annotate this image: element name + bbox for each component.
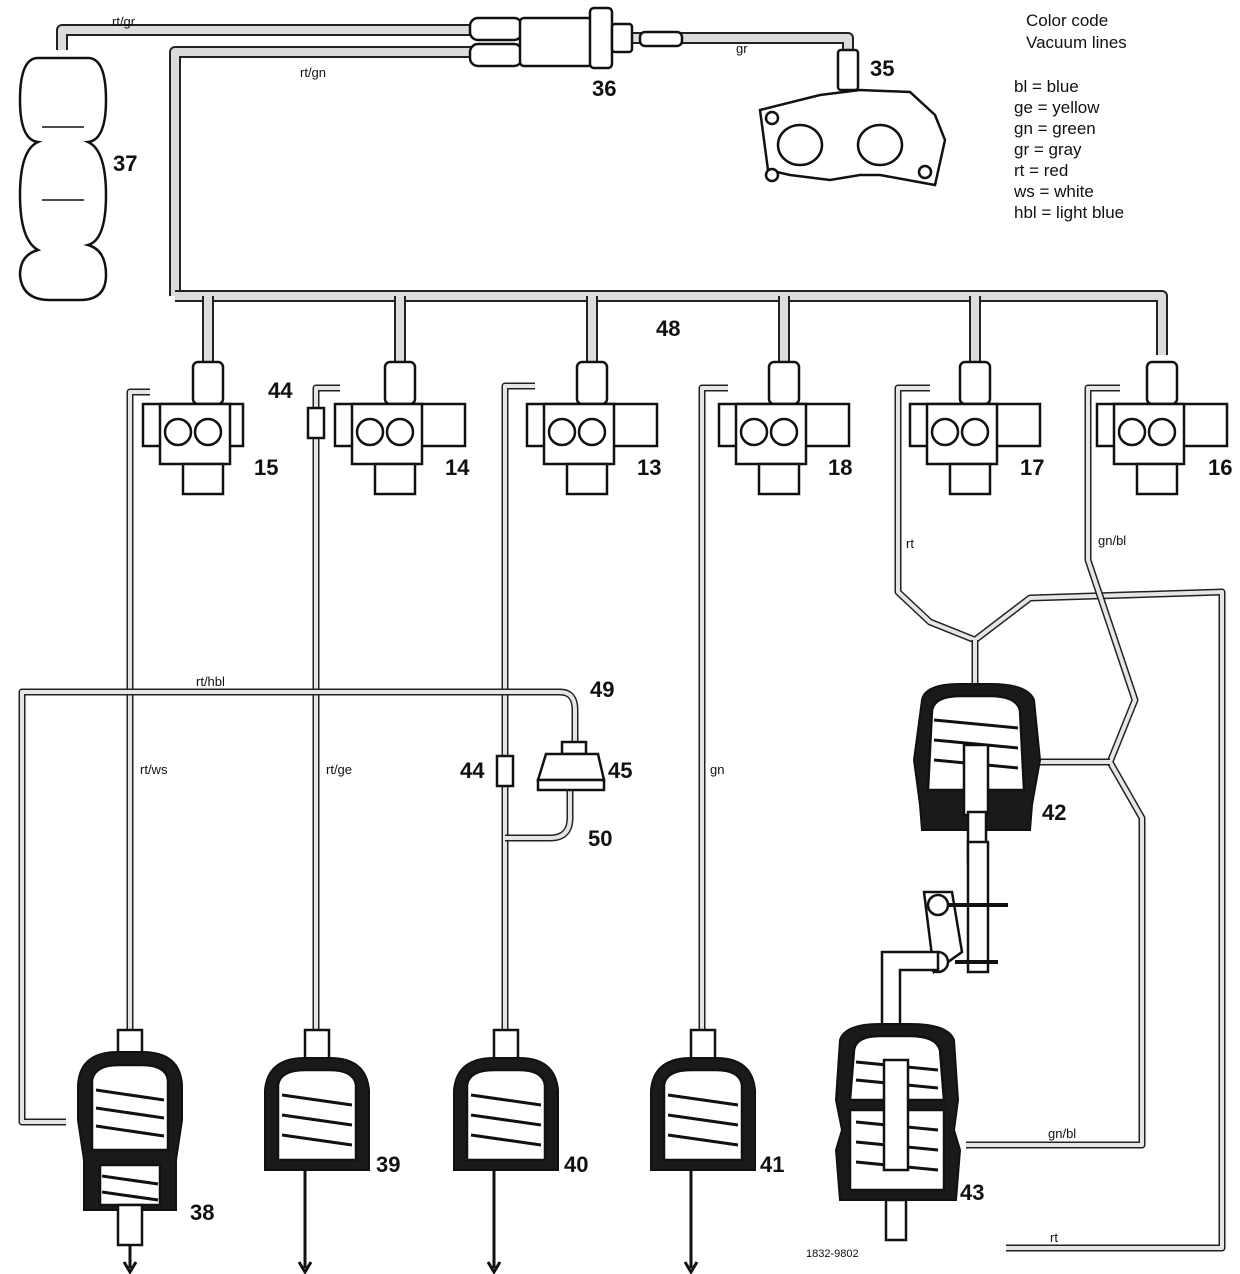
legend-entry-ws: ws = white: [1013, 182, 1094, 201]
restrictor-upper: [306, 406, 326, 440]
label-17: 17: [1020, 455, 1044, 480]
label-38: 38: [190, 1200, 214, 1225]
label-44-upper: 44: [268, 378, 293, 403]
label-15: 15: [254, 455, 278, 480]
label-35: 35: [870, 56, 894, 81]
label-36: 36: [592, 76, 616, 101]
color-code-legend: Color code Vacuum lines bl = blue ge = y…: [1013, 11, 1127, 222]
label-44-lower: 44: [460, 758, 485, 783]
label-50: 50: [588, 826, 612, 851]
line-label-rt-ge: rt/ge: [326, 762, 352, 777]
label-49: 49: [590, 677, 614, 702]
line-label-gn: gn: [710, 762, 724, 777]
check-valve: [468, 6, 684, 70]
legend-entry-gn: gn = green: [1014, 119, 1096, 138]
label-40: 40: [564, 1152, 588, 1177]
line-label-gr: gr: [736, 41, 748, 56]
figure-id: 1832-9802: [806, 1248, 859, 1260]
label-18: 18: [828, 455, 852, 480]
delay-valve: [536, 740, 606, 792]
legend-entry-bl: bl = blue: [1014, 77, 1079, 96]
legend-entry-gr: gr = gray: [1014, 140, 1082, 159]
vacuum-element-41: [650, 1028, 756, 1274]
line-label-gn-bl-16: gn/bl: [1098, 533, 1126, 548]
label-16: 16: [1208, 455, 1232, 480]
vacuum-element-42: [912, 683, 1042, 864]
label-37: 37: [113, 151, 137, 176]
part-numbers: 35 36 37 48 15 14 13 18 17 16 44 44 49 4…: [113, 56, 1232, 1225]
label-43: 43: [960, 1180, 984, 1205]
legend-entry-rt: rt = red: [1014, 161, 1068, 180]
vacuum-hoses: [18, 24, 1226, 1252]
intake-manifold: [758, 48, 947, 187]
linkage: [880, 840, 1008, 1047]
label-45: 45: [608, 758, 632, 783]
legend-entry-ge: ge = yellow: [1014, 98, 1100, 117]
changeover-valves: [141, 360, 1229, 496]
line-labels: rt/gr rt/gn gr rt/hbl rt/ws rt/ge gn rt …: [112, 14, 1126, 1260]
vacuum-element-39: [264, 1028, 370, 1274]
legend-title-1: Color code: [1026, 11, 1108, 30]
line-label-rt-hbl: rt/hbl: [196, 674, 225, 689]
line-label-rt-gn: rt/gn: [300, 65, 326, 80]
line-label-gn-bl-43: gn/bl: [1048, 1126, 1076, 1141]
line-label-rt-gr: rt/gr: [112, 14, 136, 29]
line-label-rt-17: rt: [906, 536, 914, 551]
vacuum-element-43: [834, 1023, 962, 1242]
label-48: 48: [656, 316, 680, 341]
vacuum-element-40: [453, 1028, 559, 1274]
vacuum-element-38: [77, 1028, 183, 1274]
line-label-rt-ws: rt/ws: [140, 762, 168, 777]
label-41: 41: [760, 1152, 784, 1177]
label-39: 39: [376, 1152, 400, 1177]
legend-entry-hbl: hbl = light blue: [1014, 203, 1124, 222]
label-42: 42: [1042, 800, 1066, 825]
label-13: 13: [637, 455, 661, 480]
restrictor-lower: [495, 754, 515, 788]
vacuum-reservoir: [18, 56, 108, 302]
label-14: 14: [445, 455, 470, 480]
line-label-rt-43: rt: [1050, 1230, 1058, 1245]
legend-title-2: Vacuum lines: [1026, 33, 1127, 52]
